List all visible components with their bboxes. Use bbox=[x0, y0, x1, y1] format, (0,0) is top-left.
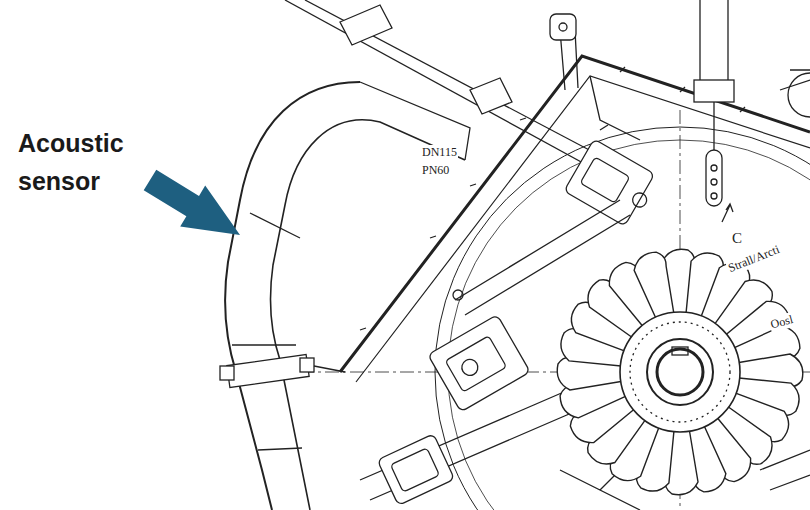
callout-label: Acoustic sensor bbox=[18, 124, 158, 200]
section-mark: C bbox=[731, 230, 743, 247]
pressure-rating: PN60 bbox=[421, 163, 450, 178]
pipe-size: DN115 bbox=[421, 145, 458, 160]
callout-arrow bbox=[144, 170, 240, 235]
